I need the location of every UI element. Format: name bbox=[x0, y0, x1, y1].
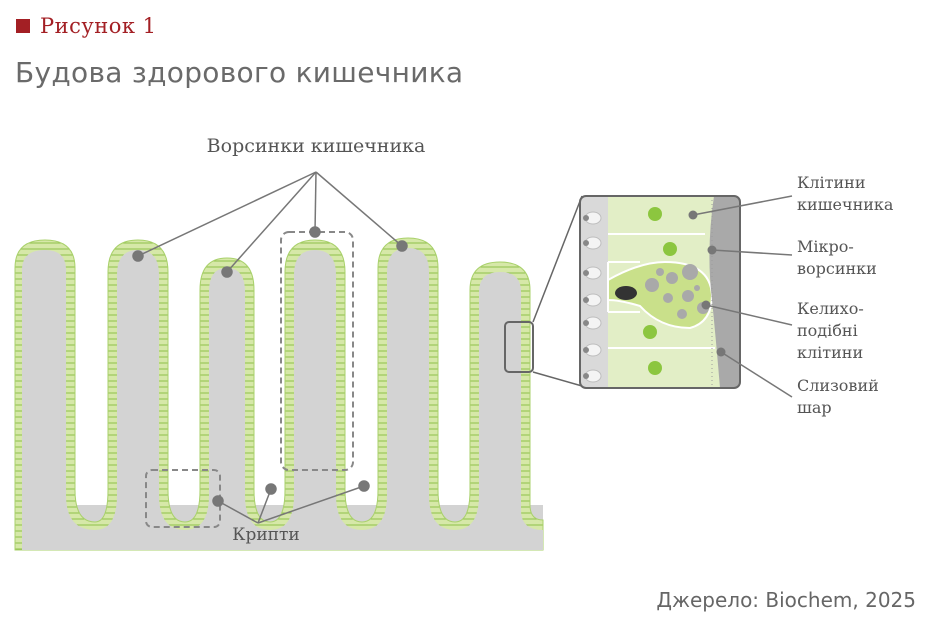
figure-number: Рисунок 1 bbox=[40, 14, 157, 38]
zoom-source-box bbox=[504, 321, 534, 373]
figure-label: Рисунок 1 bbox=[16, 14, 157, 38]
zoom-inset bbox=[580, 196, 740, 388]
crypts-label: Крипти bbox=[232, 525, 299, 545]
crypt-pointers bbox=[212, 480, 370, 524]
mucus-layer-label-line1: Слизовий bbox=[797, 376, 879, 395]
villi-pointers bbox=[132, 171, 408, 278]
goblet-cells-label-line1: Келихо- bbox=[797, 299, 864, 318]
goblet-cells-label-line2: подібні bbox=[797, 321, 858, 340]
intestinal-cells-label-line2: кишечника bbox=[797, 195, 894, 214]
villi-epithelium bbox=[14, 237, 544, 551]
villi-core bbox=[22, 248, 543, 550]
goblet-nucleus bbox=[615, 286, 637, 300]
figure-source: Джерело: Biochem, 2025 bbox=[656, 588, 916, 612]
figure-title: Будова здорового кишечника bbox=[15, 56, 464, 89]
figure-marker-square bbox=[16, 19, 30, 33]
goblet-cells-label-line3: клітини bbox=[797, 343, 863, 362]
zoom-inset-frame bbox=[579, 195, 741, 389]
microvilli-label-line2: ворсинки bbox=[797, 259, 877, 278]
inset-pointers bbox=[692, 195, 793, 398]
villi-label: Ворсинки кишечника bbox=[207, 135, 426, 157]
microvilli-label-line1: Мікро- bbox=[797, 237, 854, 256]
intestinal-cells-label-line1: Клітини bbox=[797, 173, 866, 192]
villus-highlight-box bbox=[280, 231, 354, 471]
mucus-layer-label-line2: шар bbox=[797, 398, 832, 417]
